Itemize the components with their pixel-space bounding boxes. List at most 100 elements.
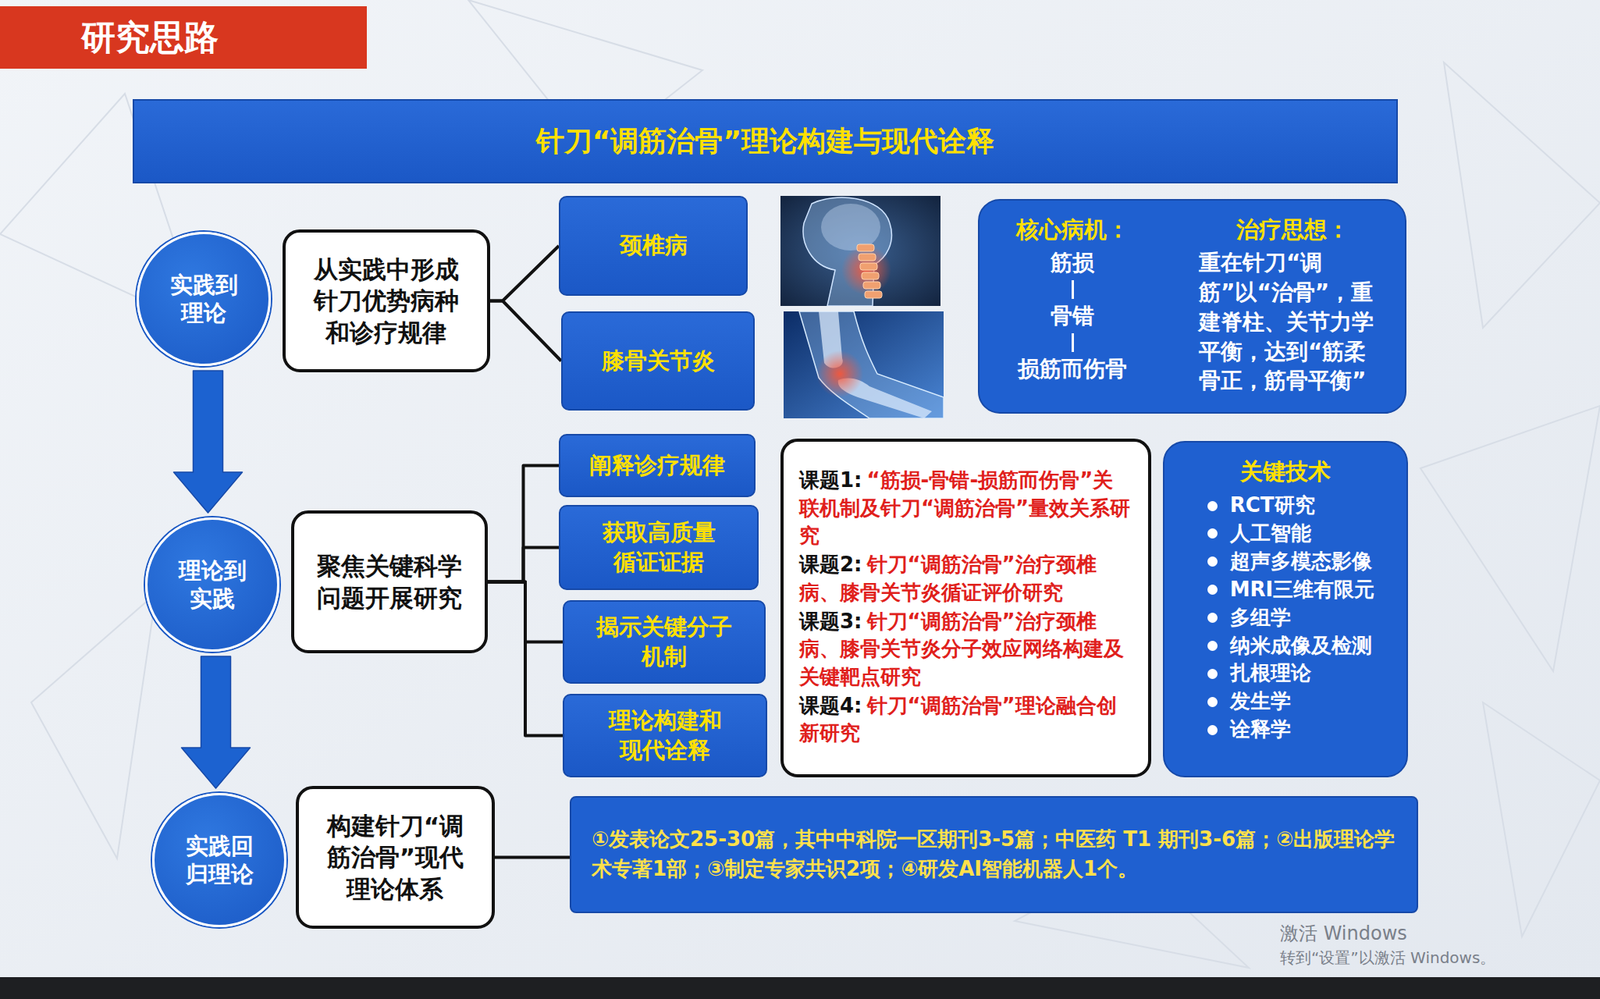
node-text: 超声多模态影像 (1230, 547, 1373, 576)
topic-item: 课题4:针刀“调筋治骨”理论融合创新研究 (799, 692, 1133, 748)
topic-item: 课题3:针刀“调筋治骨”治疗颈椎病、膝骨关节炎分子效应网络构建及关键靶点研究 (799, 608, 1133, 691)
node-text: 人工智能 (1230, 519, 1312, 548)
block-arrow (181, 656, 251, 789)
node-text: 关键技术 (1240, 456, 1331, 488)
heading-band: 针刀“调筋治骨”理论构建与现代诠释 (132, 99, 1398, 184)
bullet-item: 多组学 (1207, 604, 1376, 633)
node-text: 聚焦关键科学问题开展研究 (312, 550, 466, 614)
stage-circle: 理论到实践 (145, 517, 280, 652)
bullet-item: 超声多模态影像 (1207, 547, 1376, 576)
connector-line (490, 301, 562, 362)
connector-line (487, 465, 559, 583)
bullet-dot (1207, 501, 1218, 512)
bullet-dot (1207, 528, 1218, 539)
node-text: 揭示关键分子机制 (593, 612, 736, 672)
info-panel: 核心病机：筋损骨错损筋而伤骨治疗思想：重在针刀“调筋”以“治骨”，重建脊柱、关节… (977, 199, 1407, 414)
knee-illustration (783, 311, 944, 419)
node-text: 阐释诊疗规律 (589, 451, 726, 481)
bullet-dot (1207, 725, 1218, 736)
node-text: 骨错 (1050, 301, 1095, 331)
divider-bar (1071, 280, 1074, 299)
watermark-text: 激活 Windows (1280, 920, 1408, 946)
topic-box: 膝骨关节炎 (561, 311, 755, 411)
block-arrow (174, 370, 243, 513)
pain-glow (816, 350, 864, 398)
node-text: 扎根理论 (1230, 659, 1312, 688)
topic-box: 阐释诊疗规律 (558, 433, 756, 498)
node-text: 理论到实践 (174, 556, 250, 614)
divider-bar (1071, 333, 1074, 352)
panel-column: 核心病机：筋损骨错损筋而伤骨 (998, 214, 1147, 384)
bullet-item: 扎根理论 (1207, 659, 1376, 688)
topic-item: 课题2:针刀“调筋治骨”治疗颈椎病、膝骨关节炎循证评价研究 (799, 551, 1133, 607)
node-text: 诠释学 (1230, 715, 1291, 744)
node-text: 课题3: (799, 609, 863, 633)
node-text: 理论构建和现代诠释 (604, 706, 726, 765)
bullet-item: 发生学 (1207, 687, 1376, 716)
image-ground (780, 195, 941, 306)
process-box: 构建针刀“调筋治骨”现代理论体系 (295, 785, 495, 929)
node-text: 实践到理论 (166, 270, 242, 328)
node-text: 重在针刀“调筋”以“治骨”，重建脊柱、关节力学平衡，达到“筋柔骨正，筋骨平衡” (1198, 248, 1387, 396)
bullet-list: RCT研究人工智能超声多模态影像MRI三维有限元多组学纳米成像及检测扎根理论发生… (1196, 491, 1376, 744)
node-text: 课题4: (799, 693, 863, 718)
triangle-pattern (0, 0, 1600, 968)
process-box: 聚焦关键科学问题开展研究 (291, 510, 488, 654)
node-text: 筋损 (1050, 248, 1095, 278)
panel-column: 治疗思想：重在针刀“调筋”以“治骨”，重建脊柱、关节力学平衡，达到“筋柔骨正，筋… (1198, 214, 1387, 396)
pain-glow (841, 245, 892, 296)
head-silhouette (803, 197, 892, 306)
outcome-box: ①发表论文25-30篇，其中中科院一区期刊3-5篇；中医药 T1 期刊3-6篇；… (569, 796, 1419, 914)
node-text: 课题1: (799, 468, 863, 492)
neck-illustration (780, 195, 941, 306)
connector-line (494, 856, 570, 860)
bullet-dot (1207, 696, 1218, 708)
process-box: 从实践中形成针刀优势病种和诊疗规律 (282, 229, 491, 373)
node-text: 多组学 (1230, 604, 1291, 633)
node-text: 膝骨关节炎 (601, 346, 715, 377)
topic-box: 获取高质量循证证据 (558, 504, 759, 591)
node-text: 损筋而伤骨 (1017, 354, 1128, 384)
node-text: MRI三维有限元 (1230, 576, 1376, 605)
bullet-item: MRI三维有限元 (1207, 576, 1376, 605)
slide-title: 研究思路 (81, 14, 219, 61)
cervical-spine (856, 244, 882, 299)
node-text: 课题2: (799, 552, 863, 576)
node-text: 实践回归理论 (181, 832, 257, 889)
bullet-dot (1207, 640, 1218, 651)
bullet-dot (1207, 584, 1218, 595)
title-band: 研究思路 (0, 6, 367, 69)
topic-box: 揭示关键分子机制 (562, 600, 766, 684)
connector-line (487, 582, 563, 736)
node-text: 纳米成像及检测 (1230, 632, 1373, 661)
info-panel: 关键技术RCT研究人工智能超声多模态影像MRI三维有限元多组学纳米成像及检测扎根… (1162, 440, 1408, 778)
skull (821, 203, 881, 251)
node-text: 核心病机： (1016, 214, 1130, 246)
node-text: 颈椎病 (619, 231, 688, 261)
stage-circle: 实践到理论 (136, 231, 271, 367)
node-text: RCT研究 (1230, 491, 1316, 520)
node-text: 发生学 (1230, 687, 1291, 716)
bullet-dot (1207, 668, 1218, 680)
topic-item: 课题1:“筋损-骨错-损筋而伤骨”关联机制及针刀“调筋治骨”量效关系研究 (799, 466, 1133, 550)
topic-box: 理论构建和现代诠释 (562, 693, 768, 778)
stage-circle: 实践回归理论 (152, 792, 287, 928)
image-ground (783, 311, 944, 419)
bullet-dot (1207, 556, 1218, 567)
bullet-dot (1207, 612, 1218, 623)
node-text: 从实践中形成针刀优势病种和诊疗规律 (309, 253, 463, 349)
node-text: 构建针刀“调筋治骨”现代理论体系 (319, 810, 472, 905)
connector-line (490, 245, 559, 302)
process-box: 课题1:“筋损-骨错-损筋而伤骨”关联机制及针刀“调筋治骨”量效关系研究课题2:… (780, 438, 1152, 778)
connector-line (487, 547, 559, 583)
node-text: 获取高质量循证证据 (598, 518, 719, 577)
watermark-text: 转到“设置”以激活 Windows。 (1280, 947, 1496, 969)
bullet-item: 纳米成像及检测 (1207, 632, 1376, 661)
leg-outline (799, 311, 944, 419)
bullet-item: RCT研究 (1207, 491, 1376, 520)
bullet-item: 诠释学 (1207, 715, 1376, 744)
bullet-item: 人工智能 (1207, 519, 1376, 548)
node-text: 治疗思想： (1236, 214, 1350, 246)
